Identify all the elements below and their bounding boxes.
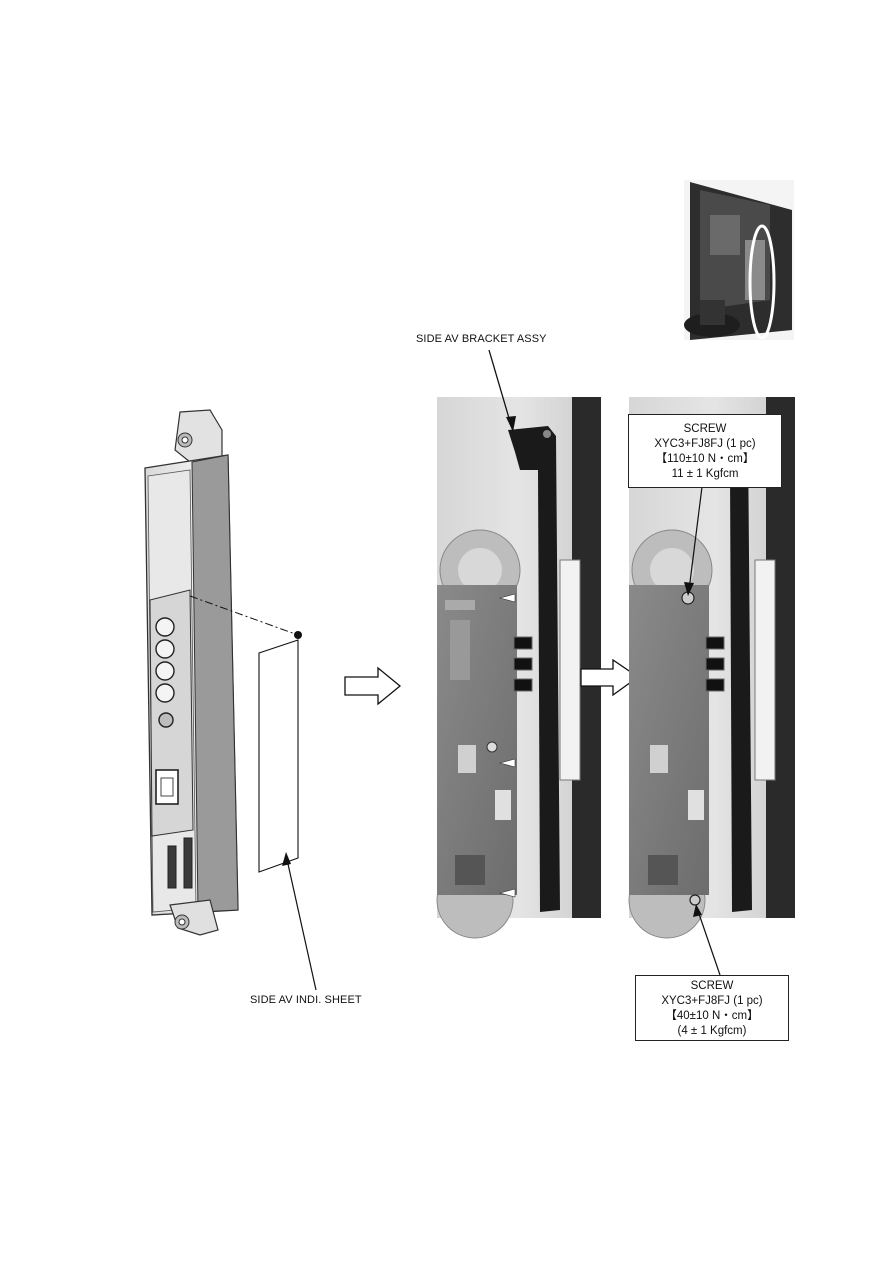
screw-top-kgf: 11 ± 1 Kgfcm: [671, 468, 739, 480]
alignment-leader-line: [189, 595, 299, 636]
photo-before-removal: [436, 397, 601, 939]
screw-bottom-leader: [696, 907, 721, 976]
bracket-assy-leader-arrowhead: [506, 416, 516, 432]
side-av-bracket-drawing: [144, 409, 239, 936]
screw-top-title: SCREW: [683, 423, 727, 435]
screw-top-part: XYC3+FJ8FJ (1 pc): [654, 438, 756, 450]
indi-sheet-label: SIDE AV INDI. SHEET: [250, 994, 362, 1006]
alignment-dot: [294, 631, 302, 639]
arrow-right-icon: [344, 666, 402, 706]
side-av-indi-sheet: [258, 639, 299, 873]
screw-top-leader: [688, 486, 703, 591]
screw-bottom-kgf: (4 ± 1 Kgfcm): [677, 1025, 747, 1037]
screw-bottom-part: XYC3+FJ8FJ (1 pc): [661, 995, 763, 1007]
screw-bottom-marker: [689, 894, 701, 906]
screw-bottom-callout: SCREW XYC3+FJ8FJ (1 pc) 【40±10 N・cm】 (4 …: [635, 975, 789, 1041]
screw-bottom-torque: 【40±10 N・cm】: [665, 1010, 759, 1022]
location-circle-icon: [748, 224, 776, 340]
indi-sheet-leader-arrowhead: [282, 852, 291, 866]
screw-top-torque: 【110±10 N・cm】: [655, 453, 755, 465]
arrow-right-icon: [580, 658, 640, 697]
screw-bottom-title: SCREW: [690, 980, 734, 992]
tv-overview-thumbnail: [684, 180, 794, 340]
indi-sheet-leader: [285, 854, 317, 991]
screw-top-callout: SCREW XYC3+FJ8FJ (1 pc) 【110±10 N・cm】 11…: [628, 414, 782, 488]
bracket-assy-leader: [488, 349, 512, 426]
bracket-assy-label: SIDE AV BRACKET ASSY: [416, 333, 547, 345]
